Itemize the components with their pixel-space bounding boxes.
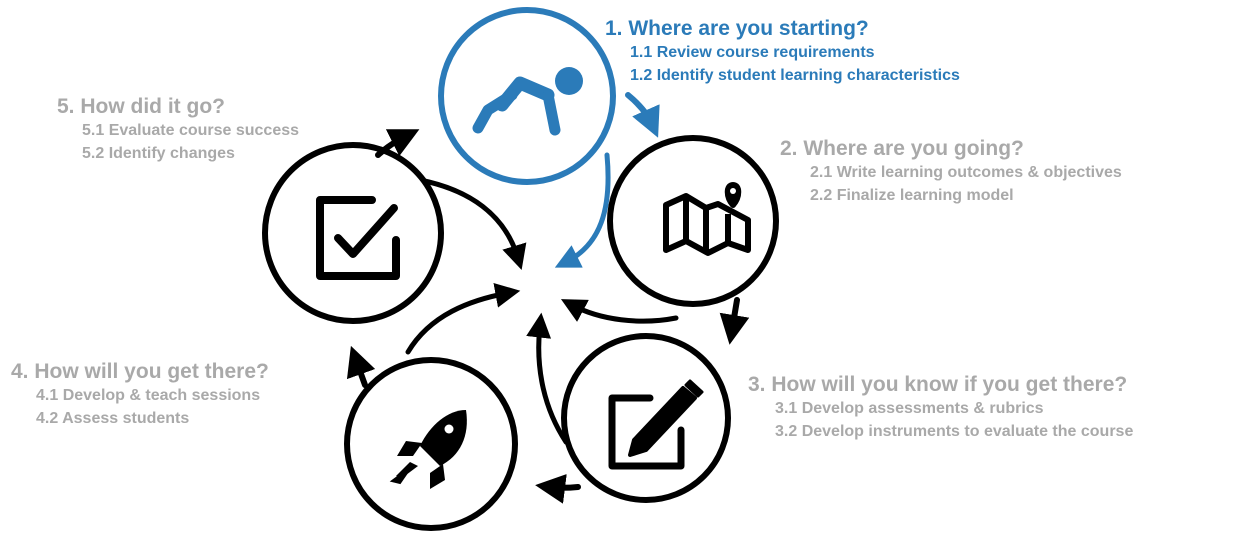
step3-label-group: 3. How will you know if you get there? 3… (748, 373, 1133, 443)
step2-item-2: 2.2 Finalize learning model (810, 187, 1014, 204)
step2-item-1: 2.1 Write learning outcomes & objectives (810, 164, 1122, 181)
step1-item-1: 1.1 Review course requirements (630, 44, 875, 61)
step5-item-2: 5.2 Identify changes (82, 145, 235, 162)
step5-label-group: 5. How did it go? 5.1 Evaluate course su… (57, 95, 299, 165)
runner-start-icon (472, 67, 583, 136)
step5-item-1: 5.1 Evaluate course success (82, 122, 300, 139)
step3-circle (561, 333, 731, 503)
arrow-step3-to-step4 (535, 473, 581, 504)
step3-item-1: 3.1 Develop assessments & rubrics (775, 400, 1044, 417)
step3-item-2: 3.2 Develop instruments to evaluate the … (775, 423, 1134, 440)
step1-item-2: 1.2 Identify student learning characteri… (630, 67, 960, 84)
step1-circle (438, 7, 616, 185)
arrow-step4-to-step5 (346, 345, 376, 388)
step5-title: 5. How did it go? (57, 95, 225, 118)
arrow-step2-to-center (560, 299, 679, 324)
rocket-icon (389, 410, 467, 489)
step4-item-1: 4.1 Develop & teach sessions (36, 387, 261, 404)
cycle-circles (262, 7, 779, 531)
arrow-step1-to-center (554, 152, 611, 268)
step5-circle (262, 142, 444, 324)
arrow-step2-to-step3 (719, 297, 750, 345)
arrow-step5-to-step1 (375, 129, 420, 158)
step2-circle (607, 135, 779, 307)
step1-title: 1. Where are you starting? (605, 17, 869, 40)
checkbox-check-icon (316, 196, 400, 280)
step2-label-group: 2. Where are you going? 2.1 Write learni… (780, 137, 1122, 207)
step4-title: 4. How will you get there? (11, 360, 269, 383)
pencil-edit-icon (608, 379, 704, 470)
arrow-step3-to-center (526, 312, 569, 445)
arrow-step4-to-center (405, 282, 521, 355)
step3-title: 3. How will you know if you get there? (748, 373, 1128, 396)
step4-item-2: 4.2 Assess students (36, 410, 190, 427)
map-pin-icon (663, 182, 751, 256)
cycle-arrows (346, 92, 750, 504)
arrow-step5-to-center (417, 177, 527, 270)
step4-label-group: 4. How will you get there? 4.1 Develop &… (11, 360, 269, 430)
arrow-step1-to-step2 (625, 92, 660, 138)
step1-label-group: 1. Where are you starting? 1.1 Review co… (605, 17, 960, 87)
step2-title: 2. Where are you going? (780, 137, 1024, 160)
center-arrows (405, 152, 679, 445)
